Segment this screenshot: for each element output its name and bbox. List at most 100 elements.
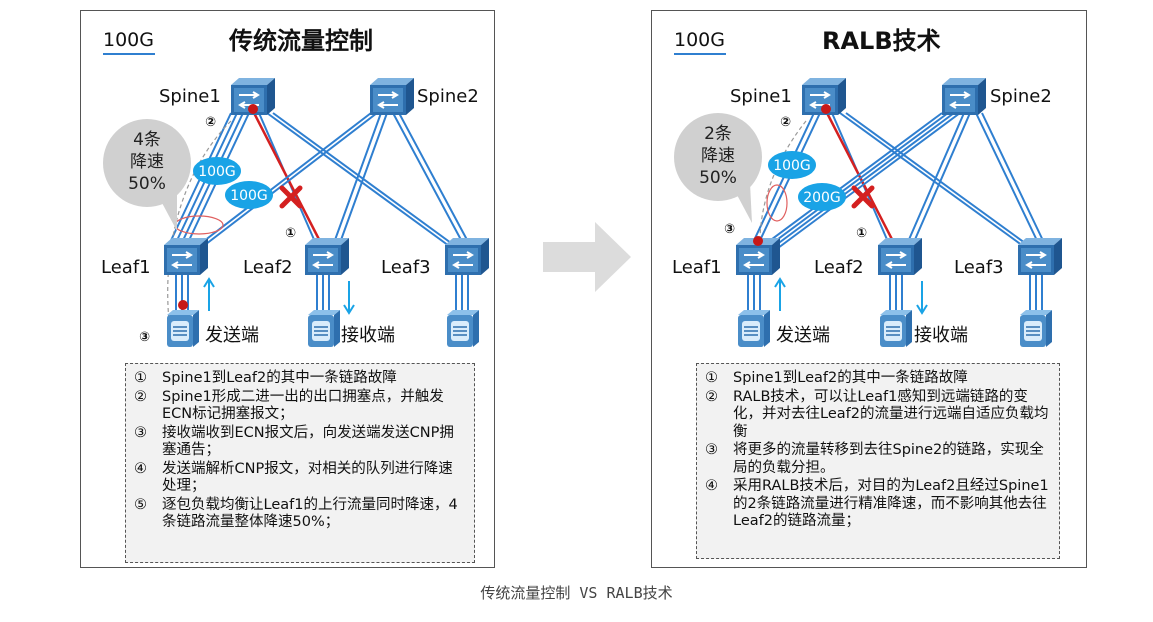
bubble-line-3: 50% <box>699 168 737 188</box>
upstream-flow-arrow <box>203 277 215 311</box>
note-marker: ① <box>705 370 718 386</box>
bubble-line-3: 50% <box>128 174 166 194</box>
congestion-point-dot <box>248 104 258 114</box>
bubble-line-2: 降速 <box>130 152 164 172</box>
downstream-flow-arrow <box>343 281 355 315</box>
note-item: ② RALB技术，可以让Leaf1感知到远端链路的变化，并对去往Leaf2的流量进… <box>705 389 1051 442</box>
topology-diagram: 4条 降速 50% 100G 100G ② ① ③ Spine1 Spine2 … <box>101 77 490 348</box>
rate-bubble-1: 100G <box>193 157 241 185</box>
note-text: 接收端收到ECN报文后，向发送端发送CNP拥塞通告； <box>162 424 454 459</box>
spine1-label: Spine1 <box>730 86 792 107</box>
leaf1-label: Leaf1 <box>101 257 151 278</box>
note-marker: ② <box>134 388 147 405</box>
note-text: 将更多的流量转移到去往Spine2的链路，实现全局的负载分担。 <box>733 442 1044 476</box>
topology-diagram: 2条 降速 50% 100G 200G ② ① ③ Spine1 Spine2 … <box>672 77 1063 348</box>
note-item: ④ 发送端解析CNP报文，对相关的队列进行降速处理； <box>134 461 466 496</box>
sender-label: 发送端 <box>205 325 259 346</box>
notes-box: ① Spine1到Leaf2的其中一条链路故障 ② Spine1形成二进一出的出口拥… <box>125 363 475 563</box>
bubble-line-1: 2条 <box>704 124 732 144</box>
leaf3-switch <box>1017 237 1063 276</box>
reduced-links-highlight <box>766 184 788 222</box>
note-marker: ③ <box>134 424 147 441</box>
link-speed-label: 100G <box>103 29 154 51</box>
note-text: 采用RALB技术后，对目的为Leaf2且经过Spine1的2条链路流量进行精准降… <box>733 478 1049 529</box>
leaf3-label: Leaf3 <box>954 257 1004 278</box>
step-marker-1: ① <box>285 226 296 241</box>
spine2-switch <box>369 77 415 116</box>
comparison-arrow-icon <box>543 222 631 292</box>
note-marker: ① <box>134 370 147 386</box>
panel-title: RALB技术 <box>822 27 941 55</box>
step-marker-3: ③ <box>724 222 735 237</box>
rate-label-2: 200G <box>803 190 841 206</box>
receiver-label: 接收端 <box>914 325 968 346</box>
note-text: Spine1到Leaf2的其中一条链路故障 <box>162 370 397 386</box>
note-item: ② Spine1形成二进一出的出口拥塞点，并触发ECN标记拥塞报文； <box>134 389 466 424</box>
rate-bubble-2: 200G <box>798 183 846 211</box>
leaf1-switch <box>163 237 209 276</box>
step-marker-2: ② <box>205 115 216 130</box>
figure-caption: 传统流量控制 VS RALB技术 <box>480 584 673 602</box>
leaf2-switch <box>877 237 923 276</box>
link-lines <box>165 110 474 311</box>
note-marker: ⑤ <box>134 496 147 513</box>
leaf1-dot <box>753 236 763 246</box>
panel-title: 传统流量控制 <box>229 27 373 55</box>
receiver-label: 接收端 <box>341 325 395 346</box>
sender-server <box>166 309 200 348</box>
leaf2-label: Leaf2 <box>814 257 864 278</box>
note-marker: ③ <box>705 442 718 458</box>
spine2-switch <box>941 77 987 116</box>
receiver-server <box>307 309 341 348</box>
bubble-line-2: 降速 <box>701 146 735 166</box>
sender-label: 发送端 <box>776 325 830 346</box>
link-fault-icon <box>851 185 875 209</box>
rate-label-1: 100G <box>773 158 811 174</box>
step-marker-2: ② <box>780 115 791 130</box>
rate-label-1: 100G <box>198 164 236 180</box>
note-item: ③ 将更多的流量转移到去往Spine2的链路，实现全局的负载分担。 <box>705 442 1051 477</box>
note-text: Spine1形成二进一出的出口拥塞点，并触发ECN标记拥塞报文； <box>162 388 444 423</box>
sender-dot <box>178 300 188 310</box>
note-text: Spine1到Leaf2的其中一条链路故障 <box>733 370 968 386</box>
spine2-label: Spine2 <box>990 86 1052 107</box>
cnp-path <box>167 120 232 322</box>
traditional-flow-control-panel: 100G 传统流量控制 <box>80 10 495 568</box>
server-leaf3 <box>446 309 480 348</box>
note-item: ③ 接收端收到ECN报文后，向发送端发送CNP拥塞通告； <box>134 425 466 460</box>
step-marker-3: ③ <box>139 330 150 345</box>
downstream-flow-arrow <box>916 281 928 315</box>
bubble-line-1: 4条 <box>133 130 161 150</box>
note-text: 发送端解析CNP报文，对相关的队列进行降速处理； <box>162 460 453 495</box>
receiver-server <box>879 309 913 348</box>
notes-box: ① Spine1到Leaf2的其中一条链路故障 ② RALB技术，可以让Leaf1感… <box>696 363 1060 559</box>
note-item: ⑤ 逐包负载均衡让Leaf1的上行流量同时降速，4条链路流量整体降速50%； <box>134 497 466 532</box>
speed-underline <box>674 53 726 55</box>
note-text: 逐包负载均衡让Leaf1的上行流量同时降速，4条链路流量整体降速50%； <box>162 496 458 531</box>
note-item: ① Spine1到Leaf2的其中一条链路故障 <box>134 370 466 388</box>
note-item: ① Spine1到Leaf2的其中一条链路故障 <box>705 370 1051 388</box>
link-lines <box>747 110 1049 311</box>
leaf3-label: Leaf3 <box>381 257 431 278</box>
note-text: RALB技术，可以让Leaf1感知到远端链路的变化，并对去往Leaf2的流量进行… <box>733 388 1049 440</box>
note-marker: ④ <box>134 460 147 477</box>
slowdown-bubble: 4条 降速 50% <box>103 119 191 231</box>
leaf2-switch <box>304 237 350 276</box>
leaf1-label: Leaf1 <box>672 257 722 278</box>
server-leaf3 <box>1019 309 1053 348</box>
leaf2-label: Leaf2 <box>243 257 293 278</box>
note-marker: ② <box>705 388 718 405</box>
rate-bubble-2: 100G <box>225 181 273 209</box>
upstream-flow-arrow <box>774 277 786 311</box>
link-fault-icon <box>279 185 303 209</box>
spine2-label: Spine2 <box>417 86 479 107</box>
slowdown-bubble: 2条 降速 50% <box>674 113 762 223</box>
congestion-point-dot <box>821 104 831 114</box>
leaf3-switch <box>444 237 490 276</box>
link-speed-label: 100G <box>674 29 725 51</box>
speed-underline <box>103 53 155 55</box>
sender-server <box>737 309 771 348</box>
step-marker-1: ① <box>856 226 867 241</box>
rate-bubble-1: 100G <box>768 151 816 179</box>
